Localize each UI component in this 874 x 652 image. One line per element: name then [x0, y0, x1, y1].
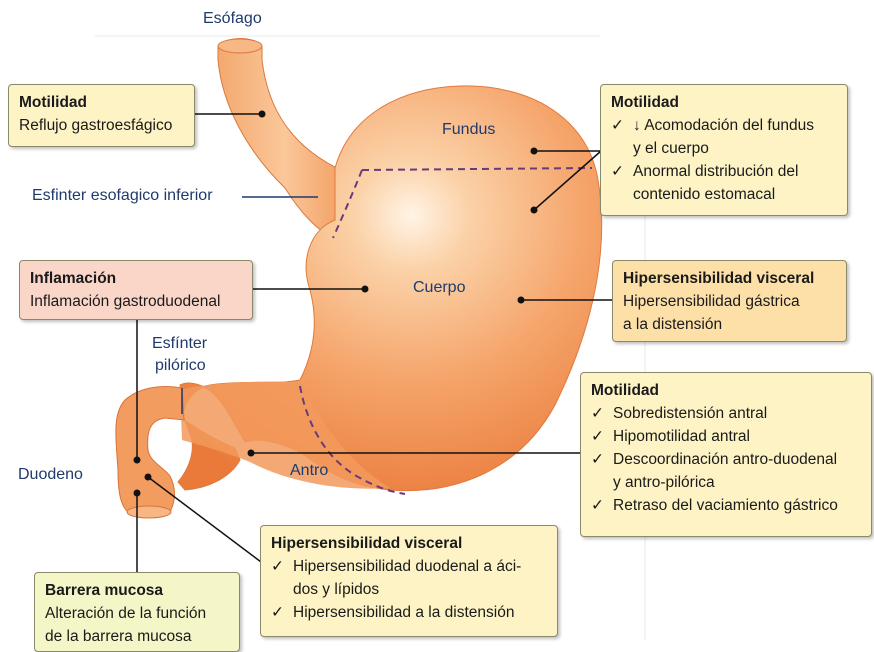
- box-title: Hipersensibilidad visceral: [271, 532, 547, 555]
- list-item: ✓ ↓ Acomodación del fundus y el cuerpo: [611, 114, 837, 160]
- inflamacion-box: Inflamación Inflamación gastroduodenal: [19, 260, 253, 320]
- label-antro: Antro: [290, 462, 328, 480]
- check-icon: ✓: [591, 448, 604, 471]
- hipersensibilidad-duodenal-box: Hipersensibilidad visceral ✓ Hipersensib…: [260, 525, 558, 637]
- duodenum-shape: [116, 387, 184, 513]
- label-cuerpo: Cuerpo: [413, 279, 465, 297]
- list-item: ✓ Hipersensibilidad duodenal a áci- dos …: [271, 555, 547, 601]
- esophagus-shape: [218, 39, 352, 239]
- box-title: Inflamación: [30, 267, 242, 290]
- check-icon: ✓: [591, 425, 604, 448]
- list-item: ✓ Hipomotilidad antral: [591, 425, 861, 448]
- label-esfinter-pilorico-2: pilórico: [155, 357, 206, 375]
- check-icon: ✓: [611, 114, 624, 137]
- list-item: ✓ Anormal distribución del contenido est…: [611, 160, 837, 206]
- motilidad-fundus-box: Motilidad ✓ ↓ Acomodación del fundus y e…: [600, 84, 848, 216]
- motilidad-antral-box: Motilidad ✓ Sobredistensión antral ✓ Hip…: [580, 372, 872, 537]
- barrera-mucosa-box: Barrera mucosa Alteración de la función …: [34, 572, 240, 652]
- list-item: ✓ Descoordinación antro-duodenal y antro…: [591, 448, 861, 494]
- label-esofago: Esófago: [203, 10, 262, 28]
- check-icon: ✓: [591, 402, 604, 425]
- check-icon: ✓: [591, 494, 604, 517]
- list-item: ✓ Sobredistensión antral: [591, 402, 861, 425]
- list-item: ✓ Hipersensibilidad a la distensión: [271, 601, 547, 624]
- label-esfinter-inferior: Esfinter esofagico inferior: [32, 187, 213, 205]
- label-duodeno: Duodeno: [18, 466, 83, 484]
- motilidad-reflujo-box: Motilidad Reflujo gastroesfágico: [8, 84, 195, 147]
- label-esfinter-pilorico-1: Esfínter: [152, 335, 207, 353]
- box-title: Motilidad: [611, 91, 837, 114]
- check-icon: ✓: [611, 160, 624, 183]
- box-title: Motilidad: [19, 91, 184, 114]
- hipersensibilidad-gastrica-box: Hipersensibilidad visceral Hipersensibil…: [612, 260, 847, 342]
- label-fundus: Fundus: [442, 121, 495, 139]
- check-icon: ✓: [271, 555, 284, 578]
- check-icon: ✓: [271, 601, 284, 624]
- box-text: Reflujo gastroesfágico: [19, 114, 184, 137]
- box-title: Motilidad: [591, 379, 861, 402]
- list-item: ✓ Retraso del vaciamiento gástrico: [591, 494, 861, 517]
- box-title: Barrera mucosa: [45, 579, 229, 602]
- box-title: Hipersensibilidad visceral: [623, 267, 836, 290]
